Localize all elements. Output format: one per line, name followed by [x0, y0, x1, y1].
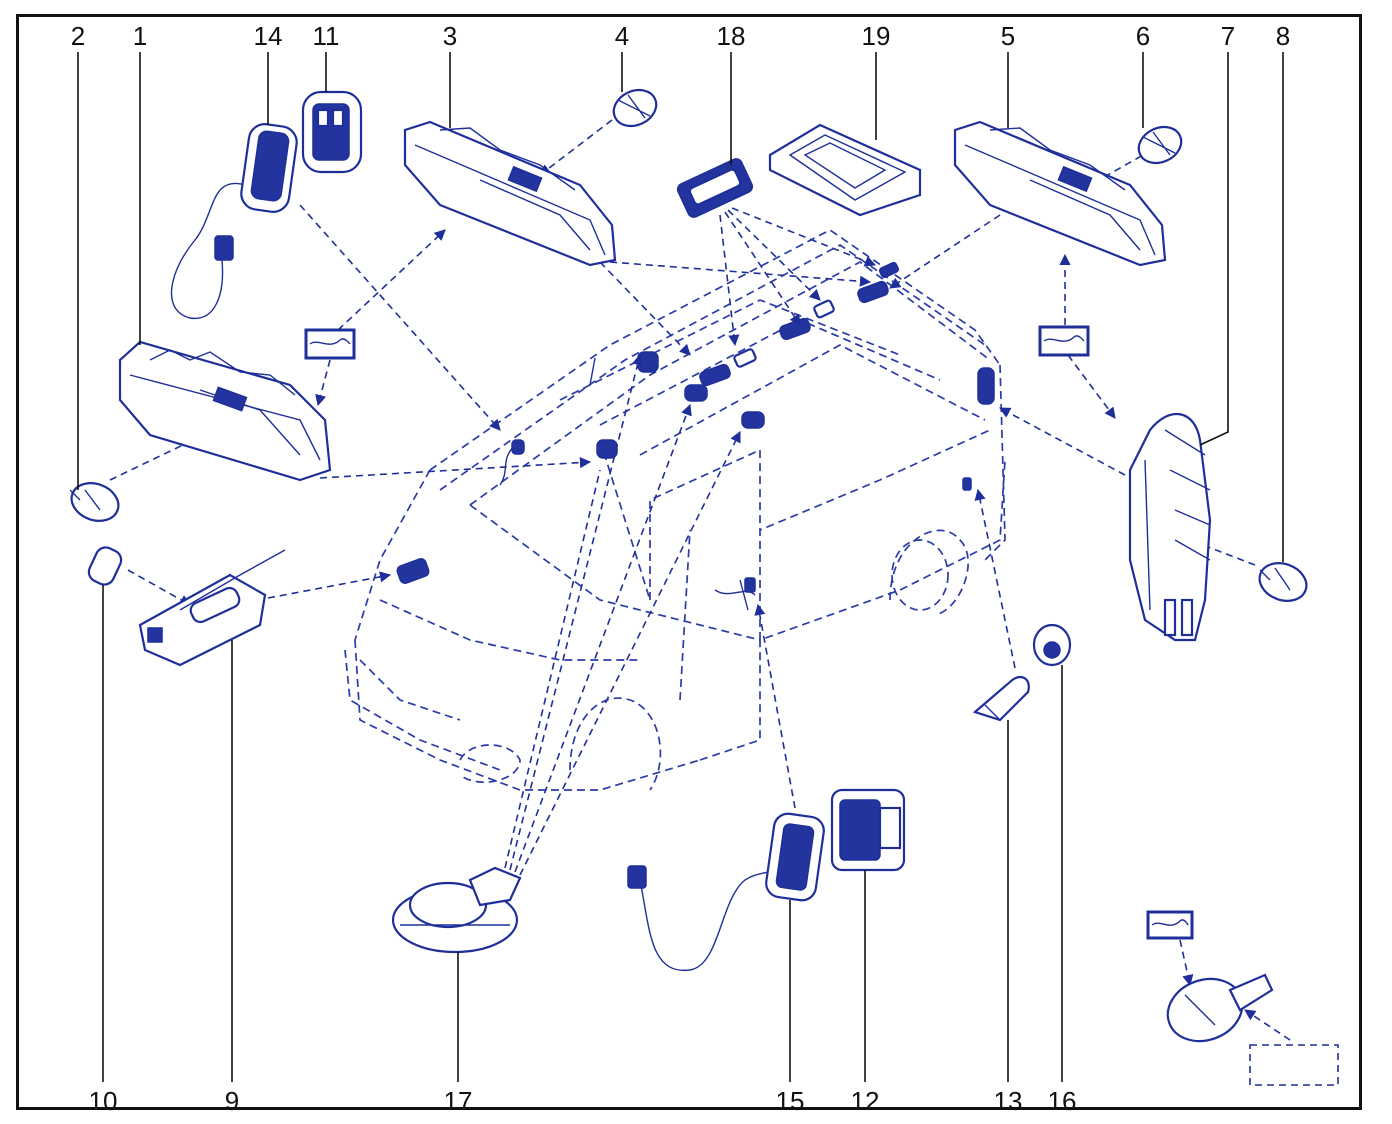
callout-2: 2 [71, 21, 85, 51]
callout-numbers-top: 2 1 14 11 3 4 18 19 5 6 7 8 [71, 21, 1290, 51]
part-8-bulb [1258, 562, 1308, 602]
callout-7: 7 [1221, 21, 1235, 51]
part-12-connector-block [830, 788, 906, 872]
part-6-bulb [1137, 125, 1183, 165]
vehicle-location-markers [396, 261, 995, 611]
part-18-lens-frame [676, 158, 754, 218]
callout-17: 17 [444, 1086, 473, 1116]
part-19-lens-cover [768, 123, 922, 217]
part-17-dome-lamp [391, 866, 522, 954]
callout-18: 18 [717, 21, 746, 51]
part-11-socket [301, 90, 363, 174]
callout-16: 16 [1048, 1086, 1077, 1116]
part-2-bulb [69, 482, 120, 522]
callout-12: 12 [851, 1086, 880, 1116]
part-3-roof-lamp-housing [403, 120, 617, 267]
part-16-cap [1032, 623, 1072, 667]
callout-8: 8 [1276, 21, 1290, 51]
part-10-festoon-bulb [87, 546, 123, 586]
part-13-wedge-bulb [972, 675, 1030, 722]
callout-10: 10 [89, 1086, 118, 1116]
locator-arrows [109, 119, 1291, 1041]
callout-15: 15 [776, 1086, 805, 1116]
vehicle-body-outline [344, 229, 1006, 791]
callout-13: 13 [994, 1086, 1023, 1116]
callout-11: 11 [313, 21, 340, 51]
part-1-lamp-housing [118, 340, 332, 482]
callout-14: 14 [254, 21, 283, 51]
lamp-symbol-icon [1146, 910, 1194, 940]
callout-3: 3 [443, 21, 457, 51]
part-15-harness-connector [627, 812, 825, 971]
part-4-bulb [612, 88, 658, 128]
callout-9: 9 [225, 1086, 239, 1116]
callout-6: 6 [1136, 21, 1150, 51]
callout-19: 19 [862, 21, 891, 51]
callout-5: 5 [1001, 21, 1015, 51]
detail-dashed-box [1249, 1044, 1339, 1086]
leader-lines [77, 52, 1284, 1082]
callout-numbers-bottom: 10 9 17 15 12 13 16 [89, 1086, 1077, 1116]
part-9-lamp-unit [138, 549, 286, 667]
lamp-symbol-icons [304, 325, 1194, 940]
detail-bulb [1166, 973, 1274, 1043]
lamp-symbol-icon [1038, 325, 1090, 357]
part-5-roof-lamp-housing [953, 120, 1167, 267]
part-14-harness-connector [170, 123, 298, 319]
callout-4: 4 [615, 21, 629, 51]
lamp-symbol-icon [304, 328, 356, 360]
part-7-rear-lamp [1128, 412, 1212, 642]
callout-1: 1 [133, 21, 147, 51]
